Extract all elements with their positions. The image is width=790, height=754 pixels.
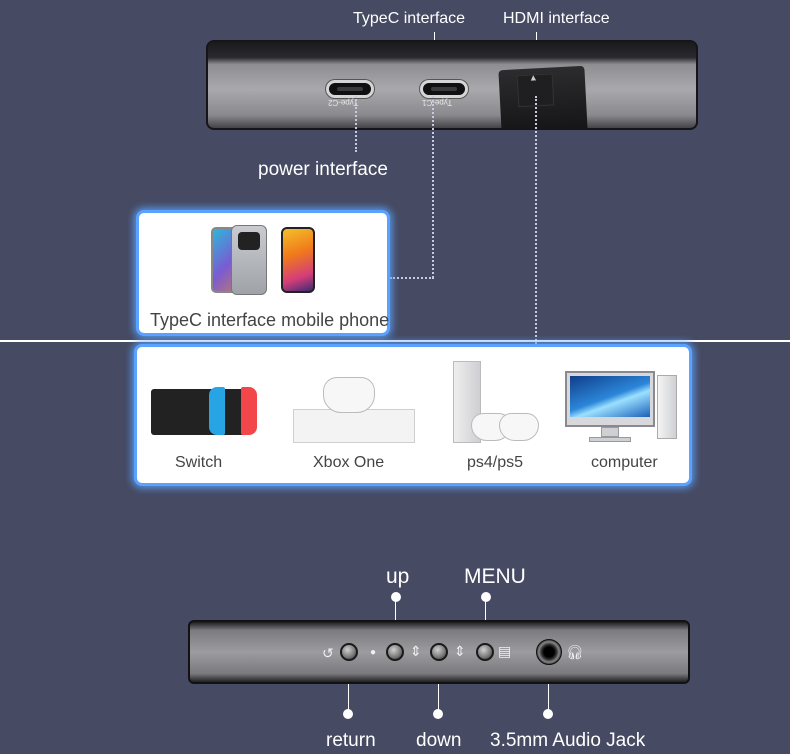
hdmi-dotted-line: [535, 96, 537, 344]
up-marker-dot: [391, 592, 401, 602]
menu-button[interactable]: [476, 643, 494, 661]
device-label-playstation: ps4/ps5: [467, 454, 524, 471]
power-interface-label: power interface: [258, 159, 388, 180]
menu-symbol-icon: ▤: [498, 643, 512, 659]
device-label-computer: computer: [591, 454, 658, 471]
type-c1-port-text: Type-C1: [422, 98, 453, 107]
devices-card: Switch Xbox One ps4/ps5 computer: [134, 344, 692, 486]
return-marker-line: [348, 684, 349, 710]
device-label-xbox: Xbox One: [313, 454, 385, 471]
phone-card: TypeC interface mobile phone: [136, 210, 390, 336]
down-symbol-icon: ⇕: [454, 643, 466, 659]
audio-marker-dot: [543, 709, 553, 719]
type-c2-port-text: Type-C2: [328, 98, 359, 107]
hdmi-plug-icon: ▲: [498, 65, 588, 128]
phone-card-caption: TypeC interface mobile phone: [150, 310, 390, 330]
power-dotted-line: [355, 96, 357, 152]
return-symbol-icon: ↺: [322, 645, 334, 661]
huawei-phone-back-icon: [231, 225, 267, 295]
colorful-phone-icon: [281, 227, 315, 293]
type-c1-port-icon: [420, 80, 468, 98]
return-label: return: [326, 730, 376, 751]
down-marker-dot: [433, 709, 443, 719]
separator-dot-icon: ●: [370, 647, 377, 658]
typec-dotted-line: [432, 96, 434, 278]
type-c2-port-icon: [326, 80, 374, 98]
hdmi-interface-label: HDMI interface: [503, 10, 610, 27]
down-button[interactable]: [430, 643, 448, 661]
audio-marker-line: [548, 684, 549, 710]
device-label-switch: Switch: [175, 454, 223, 471]
headphone-icon: 🎧︎: [566, 644, 584, 660]
typec-dotted-connector: [390, 277, 434, 279]
menu-marker-dot: [481, 592, 491, 602]
divider-line: [0, 340, 790, 342]
audio-jack-icon: [536, 639, 562, 665]
down-label: down: [416, 730, 462, 751]
up-symbol-icon: ⇕: [410, 643, 422, 659]
audio-jack-label: 3.5mm Audio Jack: [490, 730, 646, 751]
return-marker-dot: [343, 709, 353, 719]
control-button-strip: ↺ ● ⇕ ⇕ ▤ 🎧︎: [188, 620, 690, 684]
top-port-strip: Type-C2 Type-C1 ▲: [206, 40, 698, 130]
down-marker-line: [438, 684, 439, 710]
typec-interface-label: TypeC interface: [353, 10, 466, 27]
menu-label: MENU: [464, 565, 526, 588]
up-label: up: [386, 565, 410, 588]
up-button[interactable]: [386, 643, 404, 661]
return-button[interactable]: [340, 643, 358, 661]
